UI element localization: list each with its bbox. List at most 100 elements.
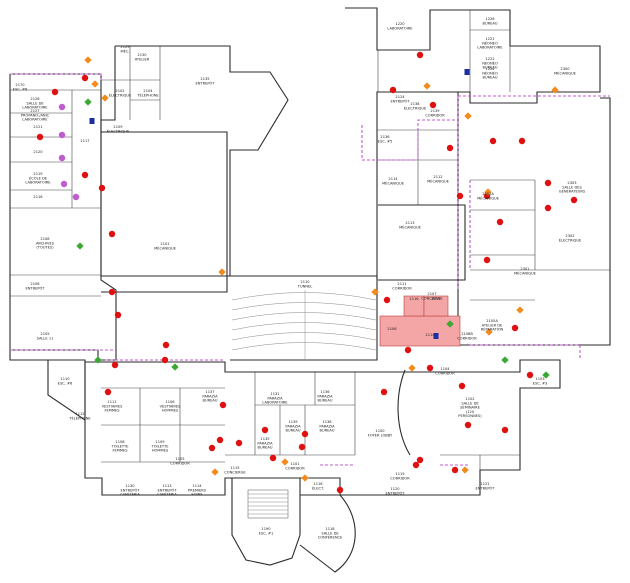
room-number: 2136 [380, 135, 390, 139]
fire-extinguisher-icon [426, 364, 434, 372]
alarm-pull-icon [551, 86, 559, 94]
fire-extinguisher-icon [451, 466, 459, 474]
room-number: 1115 [230, 466, 239, 470]
room-name: ÉLECTRIQUE [107, 129, 130, 134]
fire-extinguisher-icon [219, 401, 227, 409]
room-number: 2106 [30, 282, 40, 286]
alarm-pull-icon [301, 474, 309, 482]
room-name: ENTREPÔT [195, 81, 215, 86]
highlighted-room-number: 2116 [409, 297, 419, 301]
room-number: 1130 [125, 484, 135, 488]
fire-extinguisher-icon [483, 256, 491, 264]
room-name: TUNNEL [297, 285, 312, 289]
highlighted-rooms [379, 295, 461, 347]
room-name: ESC. #5 [378, 140, 393, 144]
room-number: 1113 [162, 484, 171, 488]
alarm-pull-icon [101, 94, 109, 102]
room-name: ENTREPÔT [390, 99, 410, 104]
fire-extinguisher-icon [114, 311, 122, 319]
room-number: 1118 [325, 527, 335, 531]
fire-extinguisher-icon [104, 388, 112, 396]
first-aid-icon [171, 363, 179, 371]
room-number: 2112 [433, 175, 442, 179]
room-name: MÉCANIQUE [427, 179, 450, 184]
eyewash-station-icon [72, 193, 80, 201]
room-name: ÉLECTRIQUE [109, 93, 132, 98]
fire-extinguisher-icon [301, 430, 309, 438]
room-number: 2107 [427, 292, 436, 296]
room-number: 2102 [115, 89, 124, 93]
safety-markers [36, 51, 578, 494]
room-number: 1120 [390, 487, 400, 491]
fire-extinguisher-icon [98, 184, 106, 192]
alarm-pull-icon [408, 364, 416, 372]
room-2117: 2117 [80, 139, 89, 143]
alarm-pull-icon [484, 188, 492, 196]
first-aid-icon [76, 242, 84, 250]
room-number: 2139 [430, 109, 440, 113]
fire-extinguisher-icon [51, 88, 59, 96]
fire-extinguisher-icon [261, 426, 269, 434]
room-number: 1119 [395, 472, 405, 476]
fire-extinguisher-icon [161, 356, 169, 364]
highlighted-room-number: 2106 [387, 327, 397, 331]
fire-extinguisher-icon [108, 288, 116, 296]
alarm-pull-icon [84, 56, 92, 64]
room-number: 2301A [482, 192, 494, 196]
fire-extinguisher-icon [383, 296, 391, 304]
room-name: ARCHIVES(TOUTES) [36, 242, 55, 250]
tunnel-steps [231, 290, 377, 360]
room-name: FOYER LOBBY [368, 434, 393, 438]
first-aid-icon [542, 371, 550, 379]
fire-extinguisher-icon [298, 443, 306, 451]
room-number: 1220 [395, 22, 405, 26]
eyewash-station-icon [60, 180, 68, 188]
room-number: 2105A [486, 319, 498, 323]
room-number: 2129 [120, 45, 130, 49]
room-number: 2302 [565, 234, 574, 238]
fire-extinguisher-icon [489, 137, 497, 145]
eyewash-station-icon [58, 103, 66, 111]
room-number: 2113 [405, 221, 414, 225]
room-number: 2108 [40, 237, 50, 241]
fire-extinguisher-icon [464, 421, 472, 429]
room-number: 1110 [60, 377, 70, 381]
fire-extinguisher-icon [456, 192, 464, 200]
room-name: ESC. #6 [58, 382, 73, 386]
alarm-pull-icon [464, 112, 472, 120]
